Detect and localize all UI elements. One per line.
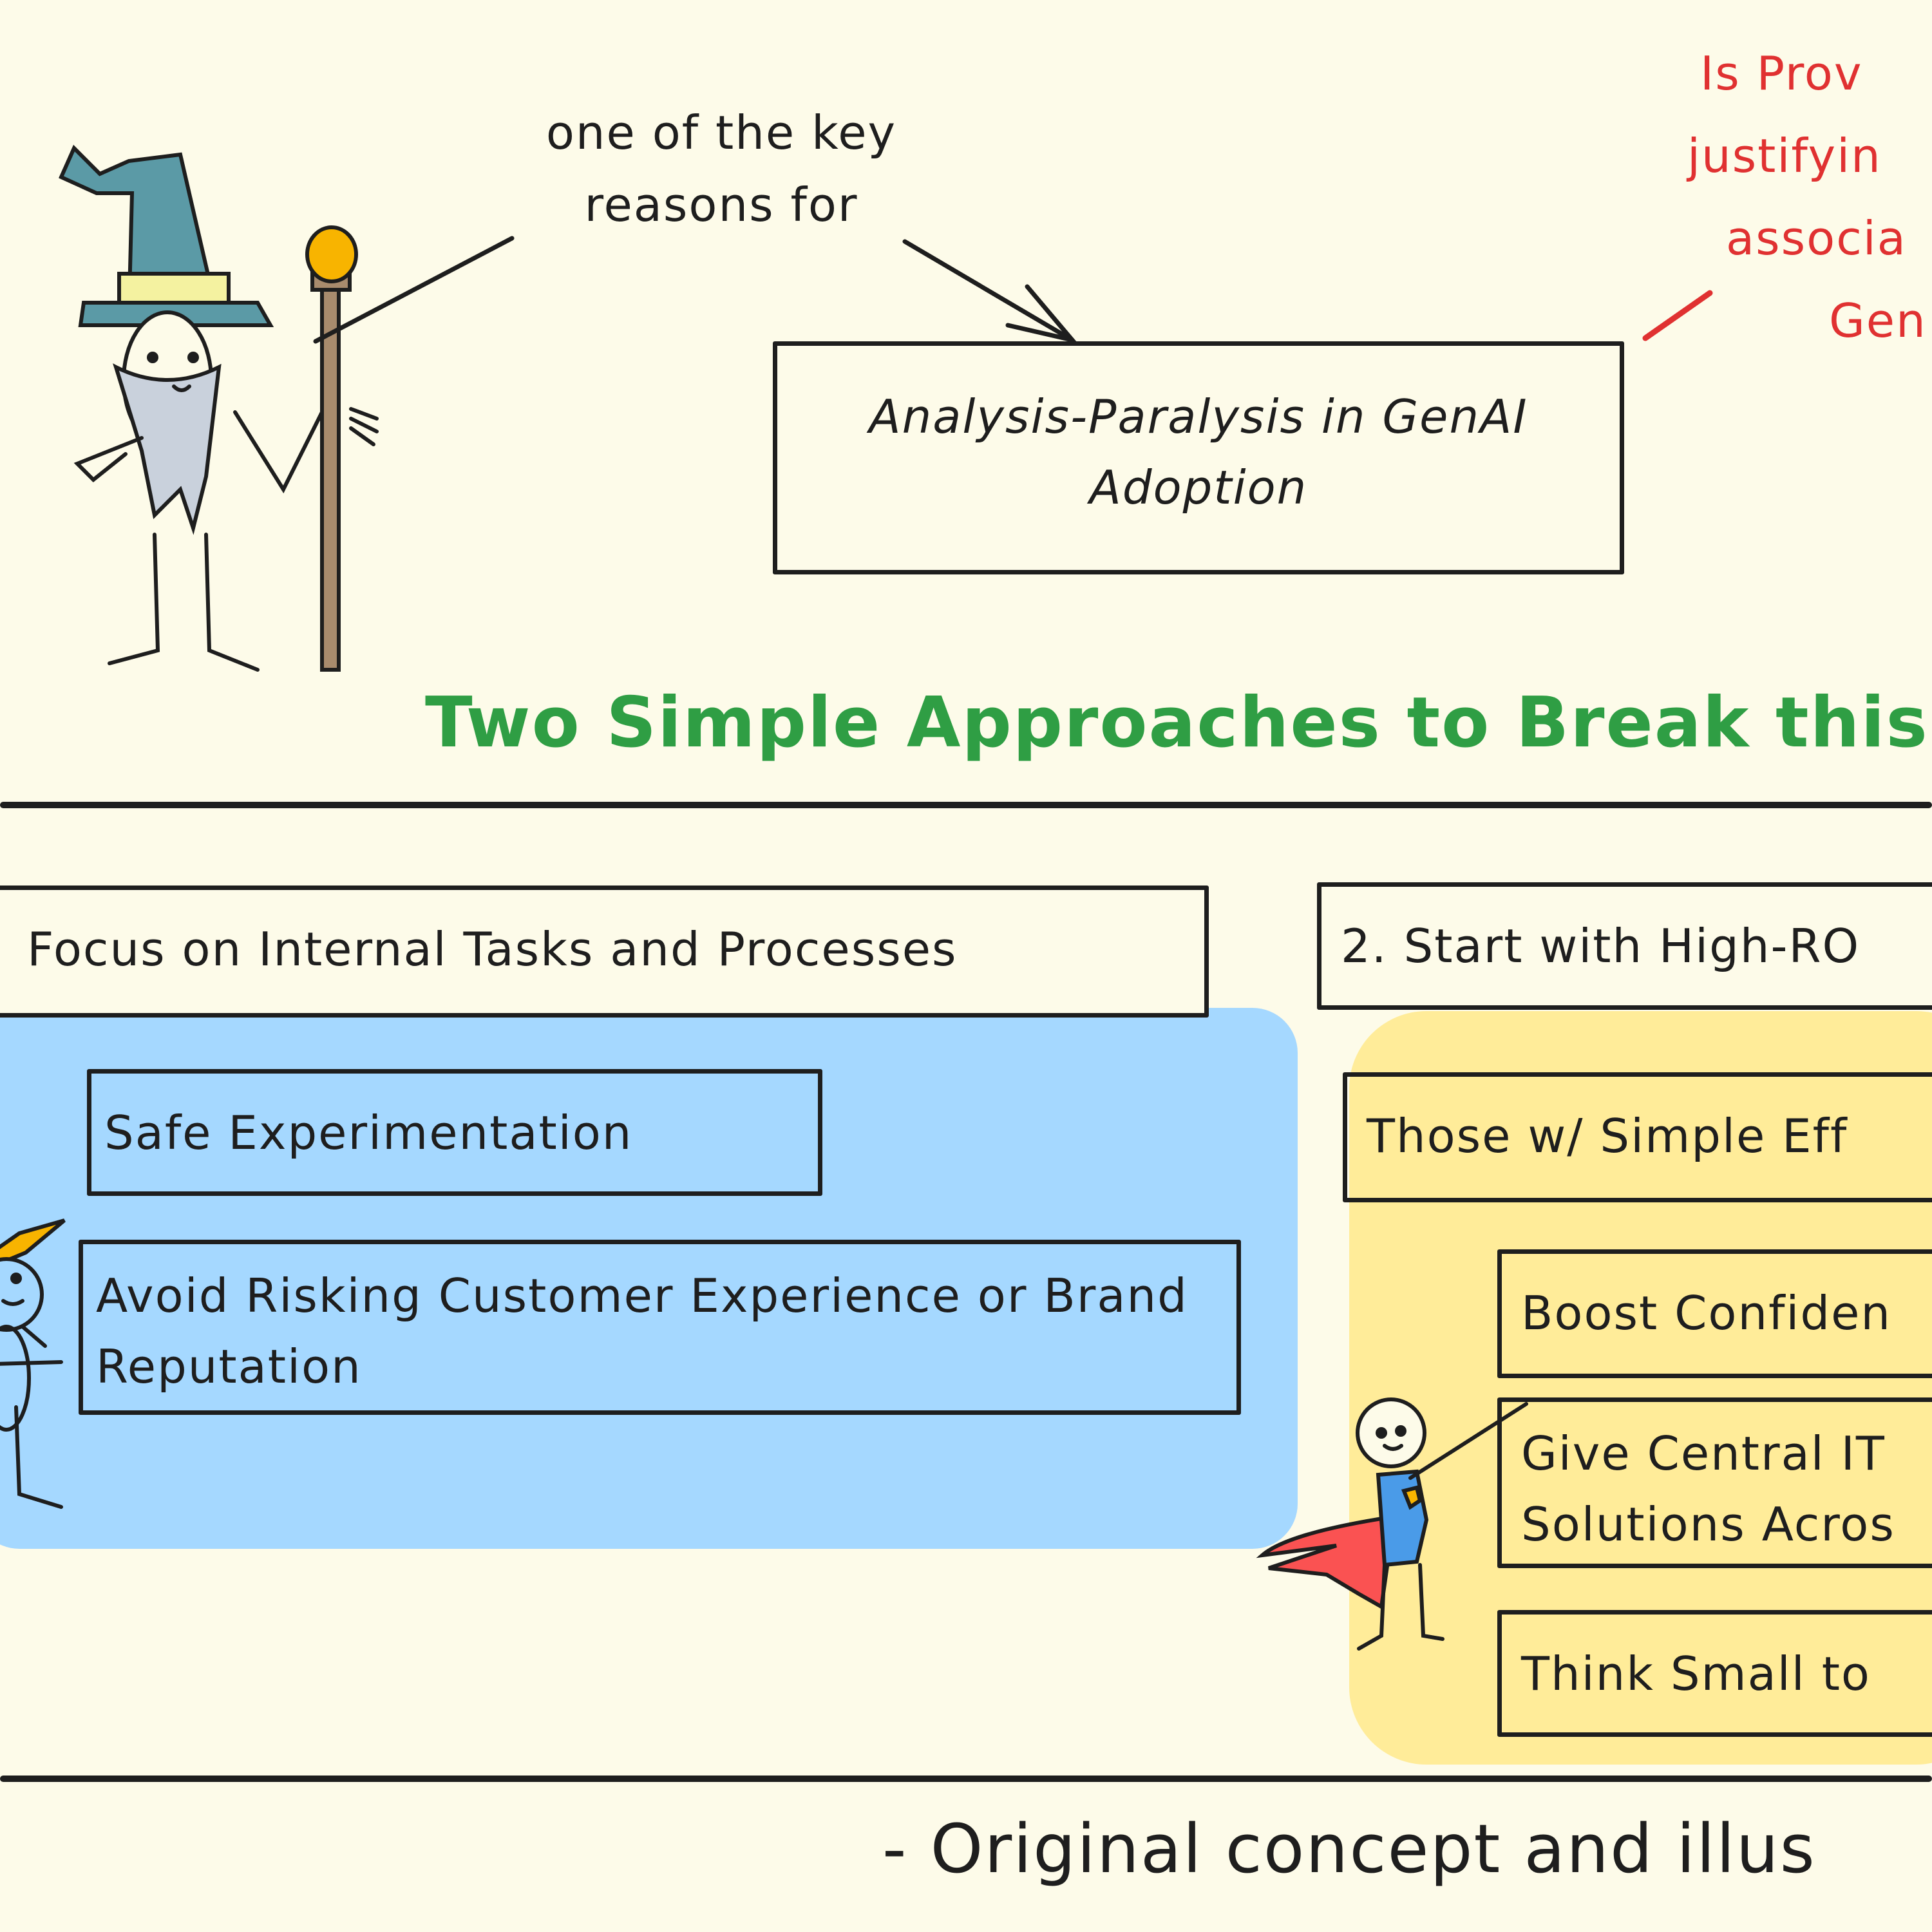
approach-1-item-label: Avoid Risking Customer Experience or Bra…: [96, 1269, 1188, 1394]
main-problem-text: Analysis-Paralysis in GenAI Adoption: [869, 390, 1528, 515]
red-note-line: Gen: [1829, 294, 1927, 348]
callout-line-1: one of the key: [545, 106, 897, 160]
approach-2-item-label: Those w/ Simple Eff: [1367, 1109, 1848, 1163]
approach-2-item: Boost Confiden: [1497, 1249, 1932, 1378]
top-divider: [0, 802, 1932, 808]
approach-2-header: 2. Start with High-RO: [1341, 919, 1861, 973]
approach-1-header-box: Focus on Internal Tasks and Processes: [0, 886, 1209, 1018]
approach-2-item-label: Give Central IT Solutions Acros: [1521, 1426, 1895, 1551]
arrow-icon: [902, 239, 1079, 344]
approach-2-item-label: Think Small to: [1521, 1647, 1871, 1701]
red-note: Is Prov justifyin associa Gen: [1687, 32, 1927, 362]
approach-2-item-label: Boost Confiden: [1521, 1286, 1892, 1340]
callout-text: one of the key reasons for: [512, 97, 931, 241]
section-heading: Two Simple Approaches to Break this C: [425, 683, 1932, 763]
footer-credit: - Original concept and illus: [882, 1810, 1816, 1888]
approach-2-area: [1349, 1011, 1932, 1765]
approach-2-item: Give Central IT Solutions Acros: [1497, 1397, 1932, 1568]
approach-1-item-label: Safe Experimentation: [104, 1106, 633, 1160]
approach-2-item: Those w/ Simple Eff: [1343, 1072, 1932, 1202]
approach-1-area: [0, 1008, 1298, 1549]
red-note-line: Is Prov: [1700, 46, 1863, 100]
bottom-divider: [0, 1776, 1932, 1782]
approach-1-item: Safe Experimentation: [87, 1069, 822, 1196]
callout-line-2: reasons for: [584, 178, 858, 232]
approach-1-header: Focus on Internal Tasks and Processes: [27, 922, 958, 976]
approach-2-header-box: 2. Start with High-RO: [1317, 882, 1932, 1010]
red-note-line: associa: [1726, 211, 1907, 265]
red-note-line: justifyin: [1687, 129, 1882, 183]
approach-2-item: Think Small to: [1497, 1610, 1932, 1737]
main-problem-box: Analysis-Paralysis in GenAI Adoption: [773, 341, 1624, 574]
approach-1-item: Avoid Risking Customer Experience or Bra…: [79, 1240, 1241, 1415]
callout-pointer-line: [313, 236, 515, 344]
wizard-icon: [59, 144, 379, 672]
